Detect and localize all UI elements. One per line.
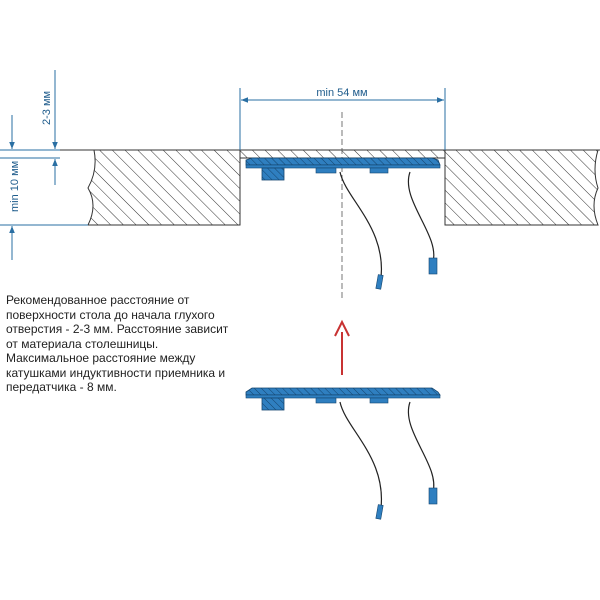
- blind-hole-top-layer: [239, 149, 446, 159]
- description-line: Рекомендованное расстояние от: [6, 293, 190, 307]
- receiver-cable-left: [339, 171, 383, 286]
- thickness-dimension-label: min 10 мм: [9, 161, 21, 212]
- standalone-cable-right: [407, 401, 435, 493]
- description-line: Максимальное расстояние между: [6, 351, 196, 365]
- countertop-right: [444, 149, 599, 226]
- standalone-connector-left: [375, 504, 384, 520]
- installation-description: Рекомендованное расстояние от поверхност…: [6, 293, 236, 395]
- receiver-connector-left: [375, 274, 384, 290]
- install-direction-arrow: [334, 319, 350, 375]
- description-line: от материала столешницы.: [6, 336, 159, 351]
- receiver-module-installed: [245, 157, 441, 290]
- standalone-cable-left: [339, 401, 383, 516]
- description-line: передатчика - 8 мм.: [6, 380, 117, 394]
- description-line: поверхности стола до начала глухого: [6, 307, 215, 322]
- width-dimension: min 54 мм: [239, 87, 446, 150]
- standalone-connector-right: [428, 487, 438, 505]
- width-dimension-label: min 54 мм: [316, 87, 367, 99]
- depth-dimension: 2-3 мм: [0, 70, 60, 185]
- receiver-module-standalone: [245, 387, 441, 520]
- countertop-left: [0, 149, 241, 226]
- receiver-connector-right: [428, 257, 438, 275]
- thickness-dimension: min 10 мм: [0, 115, 88, 260]
- description-line: отверстия - 2-3 мм. Расстояние зависит: [6, 322, 229, 336]
- description-line: катушками индуктивности приемника и: [6, 365, 226, 380]
- depth-dimension-label: 2-3 мм: [41, 91, 53, 125]
- receiver-cable-right: [407, 171, 435, 263]
